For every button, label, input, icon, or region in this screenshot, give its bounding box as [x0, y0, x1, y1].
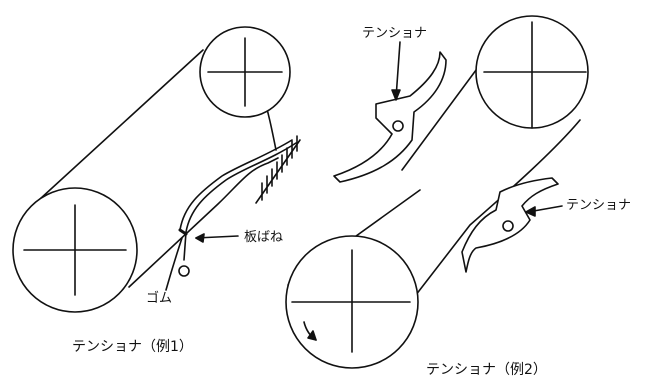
- example-2-caption: テンショナ（例2）: [426, 362, 547, 378]
- leaf-spring: [183, 142, 297, 261]
- tensioner-2-upper-pivot: [392, 120, 404, 132]
- tensioner-2-lower-pivot: [502, 220, 514, 232]
- tensioner-2-lower: [461, 177, 559, 273]
- rubber-leader: [165, 237, 183, 291]
- belt-1-lower-edge: [128, 157, 279, 288]
- tensioner-label-top: テンショナ: [362, 26, 428, 41]
- tensioner-label-right: テンショナ: [566, 198, 632, 213]
- example-1-drawing: [12, 26, 301, 313]
- example-1-caption: テンショナ（例1）: [72, 339, 193, 355]
- leaf-spring-label: 板ばね: [244, 230, 284, 245]
- spring-pivot: [178, 265, 190, 277]
- tensioner-2-upper-arrow: [395, 41, 401, 99]
- belt-1-upper-edge: [27, 49, 204, 211]
- example-2-drawing: [285, 15, 589, 369]
- belt-2-right-edge: [411, 119, 581, 301]
- belt-2-left-edge: [401, 61, 483, 171]
- wall-mount-hatching: [255, 135, 301, 204]
- tensioner-2-upper: [333, 51, 447, 183]
- rubber-pad: [178, 228, 188, 236]
- rubber-label: ゴム: [146, 291, 173, 306]
